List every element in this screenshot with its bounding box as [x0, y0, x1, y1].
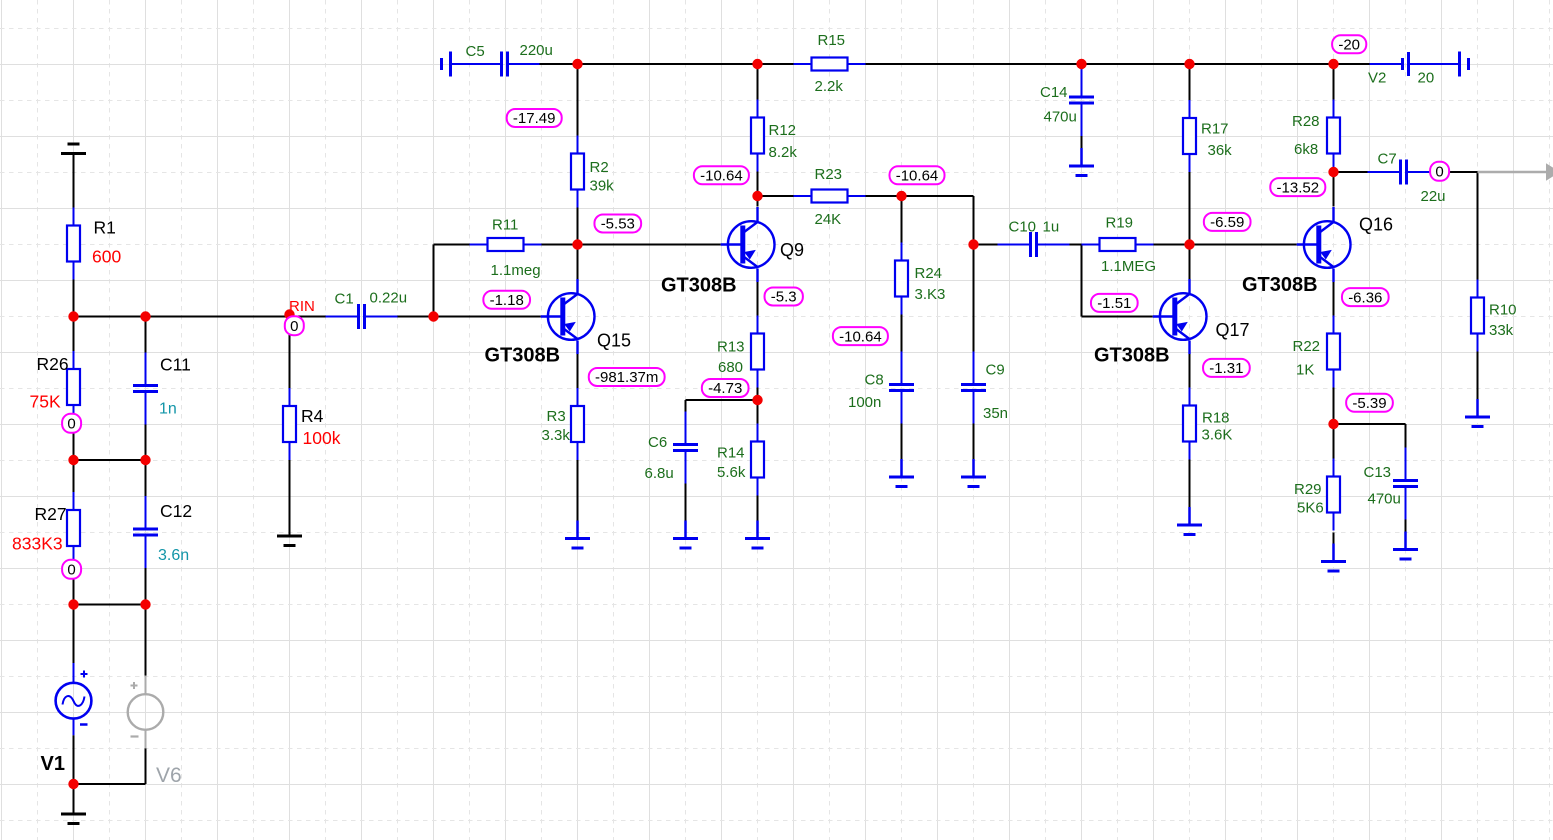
- svg-text:36k: 36k: [1208, 142, 1233, 159]
- svg-text:R2: R2: [590, 159, 609, 176]
- svg-text:-1.18: -1.18: [490, 292, 524, 309]
- svg-text:-5.3: -5.3: [771, 289, 797, 306]
- svg-text:GT308B: GT308B: [1094, 345, 1170, 367]
- svg-text:GT308B: GT308B: [485, 345, 561, 367]
- svg-text:C1: C1: [335, 291, 354, 308]
- svg-text:6.8u: 6.8u: [645, 465, 674, 482]
- svg-text:C14: C14: [1040, 84, 1068, 101]
- svg-text:0: 0: [67, 562, 75, 579]
- svg-text:R18: R18: [1202, 410, 1230, 427]
- svg-text:3.K3: 3.K3: [915, 286, 946, 303]
- svg-text:C9: C9: [986, 362, 1005, 379]
- svg-text:3.6n: 3.6n: [158, 547, 189, 564]
- svg-text:V6: V6: [156, 764, 182, 787]
- svg-text:C7: C7: [1378, 151, 1397, 168]
- svg-text:R15: R15: [818, 32, 846, 49]
- svg-text:C5: C5: [466, 43, 485, 60]
- svg-text:R3: R3: [547, 408, 566, 425]
- svg-text:1.1meg: 1.1meg: [491, 262, 541, 279]
- svg-text:0: 0: [290, 318, 298, 335]
- svg-text:0.22u: 0.22u: [370, 290, 408, 307]
- svg-text:R29: R29: [1294, 481, 1322, 498]
- svg-text:833K3: 833K3: [12, 534, 63, 554]
- svg-text:-13.52: -13.52: [1277, 179, 1320, 196]
- svg-text:8.2k: 8.2k: [769, 144, 798, 161]
- svg-text:R28: R28: [1292, 113, 1320, 130]
- svg-text:C11: C11: [160, 355, 191, 375]
- svg-text:RIN: RIN: [289, 298, 315, 315]
- svg-text:V1: V1: [41, 753, 65, 775]
- svg-text:5.6k: 5.6k: [717, 464, 746, 481]
- svg-text:GT308B: GT308B: [661, 275, 737, 297]
- svg-text:R26: R26: [37, 354, 69, 374]
- svg-text:3.3k: 3.3k: [542, 427, 571, 444]
- svg-text:1.1MEG: 1.1MEG: [1101, 258, 1156, 275]
- svg-text:0: 0: [1435, 164, 1443, 181]
- svg-text:R27: R27: [35, 504, 67, 524]
- svg-text:R1: R1: [94, 218, 116, 238]
- svg-text:33k: 33k: [1489, 322, 1514, 339]
- svg-text:220u: 220u: [520, 42, 553, 59]
- svg-text:-20: -20: [1338, 37, 1360, 54]
- svg-text:-17.49: -17.49: [513, 110, 556, 127]
- svg-text:600: 600: [92, 247, 121, 267]
- svg-text:R4: R4: [301, 406, 324, 426]
- svg-text:-1.51: -1.51: [1097, 295, 1131, 312]
- svg-text:1n: 1n: [159, 401, 177, 418]
- svg-text:3.6K: 3.6K: [1202, 427, 1233, 444]
- svg-text:C6: C6: [648, 434, 667, 451]
- svg-text:R19: R19: [1106, 215, 1134, 232]
- svg-text:-6.59: -6.59: [1210, 214, 1244, 231]
- svg-text:C13: C13: [1364, 464, 1392, 481]
- svg-text:-5.39: -5.39: [1352, 395, 1386, 412]
- svg-text:-10.64: -10.64: [896, 168, 939, 185]
- svg-text:-1.31: -1.31: [1209, 360, 1243, 377]
- svg-text:Q15: Q15: [597, 331, 631, 351]
- svg-text:470u: 470u: [1044, 109, 1077, 126]
- svg-text:R24: R24: [915, 265, 943, 282]
- svg-text:2.2k: 2.2k: [815, 78, 844, 95]
- svg-text:39k: 39k: [590, 178, 615, 195]
- svg-text:R10: R10: [1489, 302, 1517, 319]
- svg-text:Q9: Q9: [780, 240, 804, 260]
- svg-text:-6.36: -6.36: [1348, 289, 1382, 306]
- svg-text:V2: V2: [1368, 70, 1386, 87]
- svg-text:Q17: Q17: [1216, 320, 1250, 340]
- svg-text:R22: R22: [1293, 338, 1321, 355]
- svg-text:0: 0: [67, 416, 75, 433]
- svg-text:C12: C12: [160, 501, 192, 521]
- svg-text:R12: R12: [769, 122, 797, 139]
- svg-text:-5.53: -5.53: [601, 216, 635, 233]
- svg-text:5K6: 5K6: [1297, 500, 1324, 517]
- svg-text:680: 680: [718, 359, 743, 376]
- svg-text:6k8: 6k8: [1294, 141, 1318, 158]
- svg-text:C10: C10: [1009, 219, 1037, 236]
- svg-text:100k: 100k: [303, 428, 341, 448]
- svg-text:GT308B: GT308B: [1242, 274, 1318, 296]
- svg-text:24K: 24K: [815, 211, 842, 228]
- svg-text:R17: R17: [1201, 121, 1229, 138]
- svg-text:20: 20: [1418, 70, 1435, 87]
- svg-text:C8: C8: [865, 372, 884, 389]
- svg-text:22u: 22u: [1421, 188, 1446, 205]
- svg-text:100n: 100n: [848, 394, 881, 411]
- svg-text:R23: R23: [815, 166, 843, 183]
- svg-text:R13: R13: [717, 339, 745, 356]
- svg-text:470u: 470u: [1368, 491, 1401, 508]
- svg-text:-4.73: -4.73: [708, 380, 742, 397]
- svg-text:-10.64: -10.64: [700, 168, 743, 185]
- svg-text:35n: 35n: [983, 405, 1008, 422]
- svg-text:1u: 1u: [1043, 219, 1060, 236]
- svg-text:1K: 1K: [1296, 362, 1314, 379]
- svg-text:Q16: Q16: [1359, 215, 1393, 235]
- svg-text:R14: R14: [717, 445, 745, 462]
- svg-text:-981.37m: -981.37m: [595, 369, 658, 386]
- svg-text:R11: R11: [492, 217, 518, 234]
- svg-text:-10.64: -10.64: [839, 328, 882, 345]
- svg-text:75K: 75K: [30, 392, 61, 412]
